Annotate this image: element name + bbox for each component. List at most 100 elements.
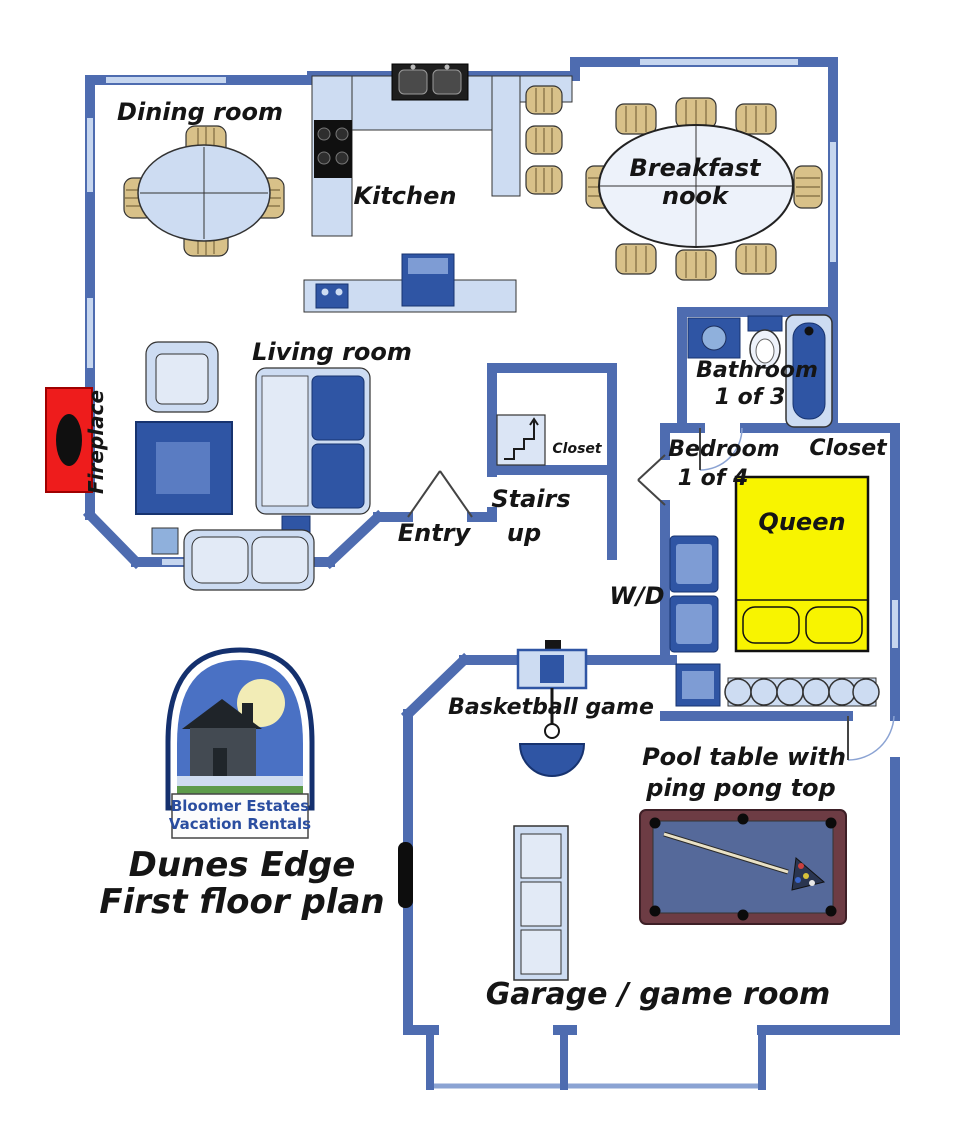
stairs-arrow-icon — [529, 417, 539, 429]
logo-name-box — [171, 793, 309, 839]
dryer-door — [676, 604, 712, 644]
kitchen-bar-counter — [491, 75, 521, 197]
toilet-tank — [747, 315, 783, 332]
label-breakfast-nook-line1: Breakfast — [630, 154, 762, 182]
label-wd: W/D — [609, 582, 664, 610]
loveseat-cushion — [191, 536, 249, 584]
basketball-rim — [544, 723, 560, 739]
coffee-table-inner — [156, 442, 210, 494]
dining-table-cross — [140, 147, 268, 239]
bench-cushion — [852, 678, 880, 706]
nook-table-cross — [600, 126, 792, 246]
pool-pocket — [825, 817, 837, 829]
label-entry: Entry — [398, 519, 472, 547]
island-sink — [315, 283, 349, 309]
fireplace-opening — [56, 414, 82, 466]
label-basketball: Basketball game — [448, 695, 654, 720]
label-stairs-closet: Closet — [552, 441, 603, 457]
label-pool-line1: Pool table with — [642, 743, 846, 771]
armchair-cushion — [155, 353, 209, 405]
label-queen: Queen — [758, 508, 845, 536]
nightstand-top — [682, 671, 714, 699]
label-garage: Garage / game room — [486, 977, 831, 1012]
label-dining-room: Dining room — [117, 98, 283, 126]
bedroom — [669, 475, 880, 707]
pool-cue — [663, 832, 789, 874]
bathtub-faucet — [804, 326, 814, 336]
kitchen — [303, 63, 573, 313]
stove-burner — [335, 151, 349, 165]
plan-title-line1: Dunes Edge — [129, 845, 356, 885]
bar-stool-slats — [535, 88, 553, 192]
pool-ball — [798, 863, 804, 869]
label-bedroom-line1: Bedroom — [668, 437, 779, 462]
basketball-backboard-target — [540, 655, 564, 683]
label-kitchen: Kitchen — [354, 182, 457, 210]
bathroom-sink-bowl — [701, 325, 727, 351]
label-pool-line2: ping pong top — [645, 774, 835, 802]
label-fireplace: Fireplace — [84, 390, 108, 494]
bench-cushion — [828, 678, 856, 706]
stove-burner — [317, 151, 331, 165]
pool-ball — [809, 880, 815, 886]
logo-house-door — [213, 748, 227, 776]
bench-cushion — [750, 678, 778, 706]
pool-pocket — [737, 813, 749, 825]
basketball-ball-return — [518, 743, 586, 777]
island-sink-basin — [335, 288, 343, 296]
garage-sofa-cushion — [520, 833, 562, 879]
garage-side-door — [398, 842, 413, 908]
end-table — [151, 527, 179, 555]
logo-grass-band — [177, 786, 303, 795]
pool-pocket — [649, 817, 661, 829]
kitchen-stove — [314, 120, 352, 178]
stairs-steps-icon — [504, 427, 535, 460]
rental-logo: Bloomer Estates Vacation Rentals — [165, 647, 315, 839]
bench-cushion — [802, 678, 830, 706]
garage-sofa-cushion — [520, 929, 562, 975]
bench-cushion — [776, 678, 804, 706]
logo-beach-band — [177, 776, 303, 786]
plan-title-line2: First floor plan — [99, 882, 384, 922]
label-stairs-line2: up — [507, 519, 541, 547]
bathtub-basin — [792, 322, 826, 420]
pool-ball — [803, 873, 809, 879]
plan-title: Dunes Edge First floor plan — [99, 845, 384, 922]
label-stairs-line1: Stairs — [491, 485, 570, 513]
stairs-box — [496, 414, 546, 466]
room-labels: Dining room Kitchen Breakfast nook Livin… — [84, 98, 888, 1012]
bed-pillow — [805, 606, 863, 644]
basketball-top-mount — [545, 640, 561, 650]
sofa-cushion — [311, 443, 365, 509]
sink-faucet — [410, 64, 416, 70]
bed-pillow — [742, 606, 800, 644]
stove-burner — [317, 127, 331, 141]
logo-name-line2: Vacation Rentals — [169, 815, 311, 833]
pool-ball — [795, 877, 801, 883]
pool-pocket — [737, 909, 749, 921]
garage-door-jambs — [426, 1026, 766, 1090]
sofa-cushion — [311, 375, 365, 441]
sink-basin — [398, 69, 428, 95]
garage-furniture — [398, 825, 569, 981]
toilet-seat — [755, 338, 775, 364]
breakfast-nook — [585, 97, 823, 281]
fireplace — [45, 387, 93, 493]
basketball-game — [516, 640, 588, 777]
label-breakfast-nook-line2: nook — [662, 182, 730, 210]
door-swing-arcs — [699, 427, 895, 761]
label-bedroom-line2: 1 of 4 — [678, 466, 749, 491]
stove-burner — [335, 127, 349, 141]
label-bedroom-closet: Closet — [809, 436, 888, 461]
island-appliance-top — [408, 258, 448, 274]
stairs — [496, 414, 546, 466]
bathroom — [687, 314, 833, 428]
pool-table — [639, 809, 847, 925]
sofa-seat — [261, 375, 309, 507]
label-bathroom-line1: Bathroom — [696, 358, 818, 383]
sink-basin — [432, 69, 462, 95]
logo-name-line1: Bloomer Estates — [171, 797, 309, 815]
label-bathroom-line2: 1 of 3 — [715, 385, 786, 410]
loveseat-cushion — [251, 536, 309, 584]
